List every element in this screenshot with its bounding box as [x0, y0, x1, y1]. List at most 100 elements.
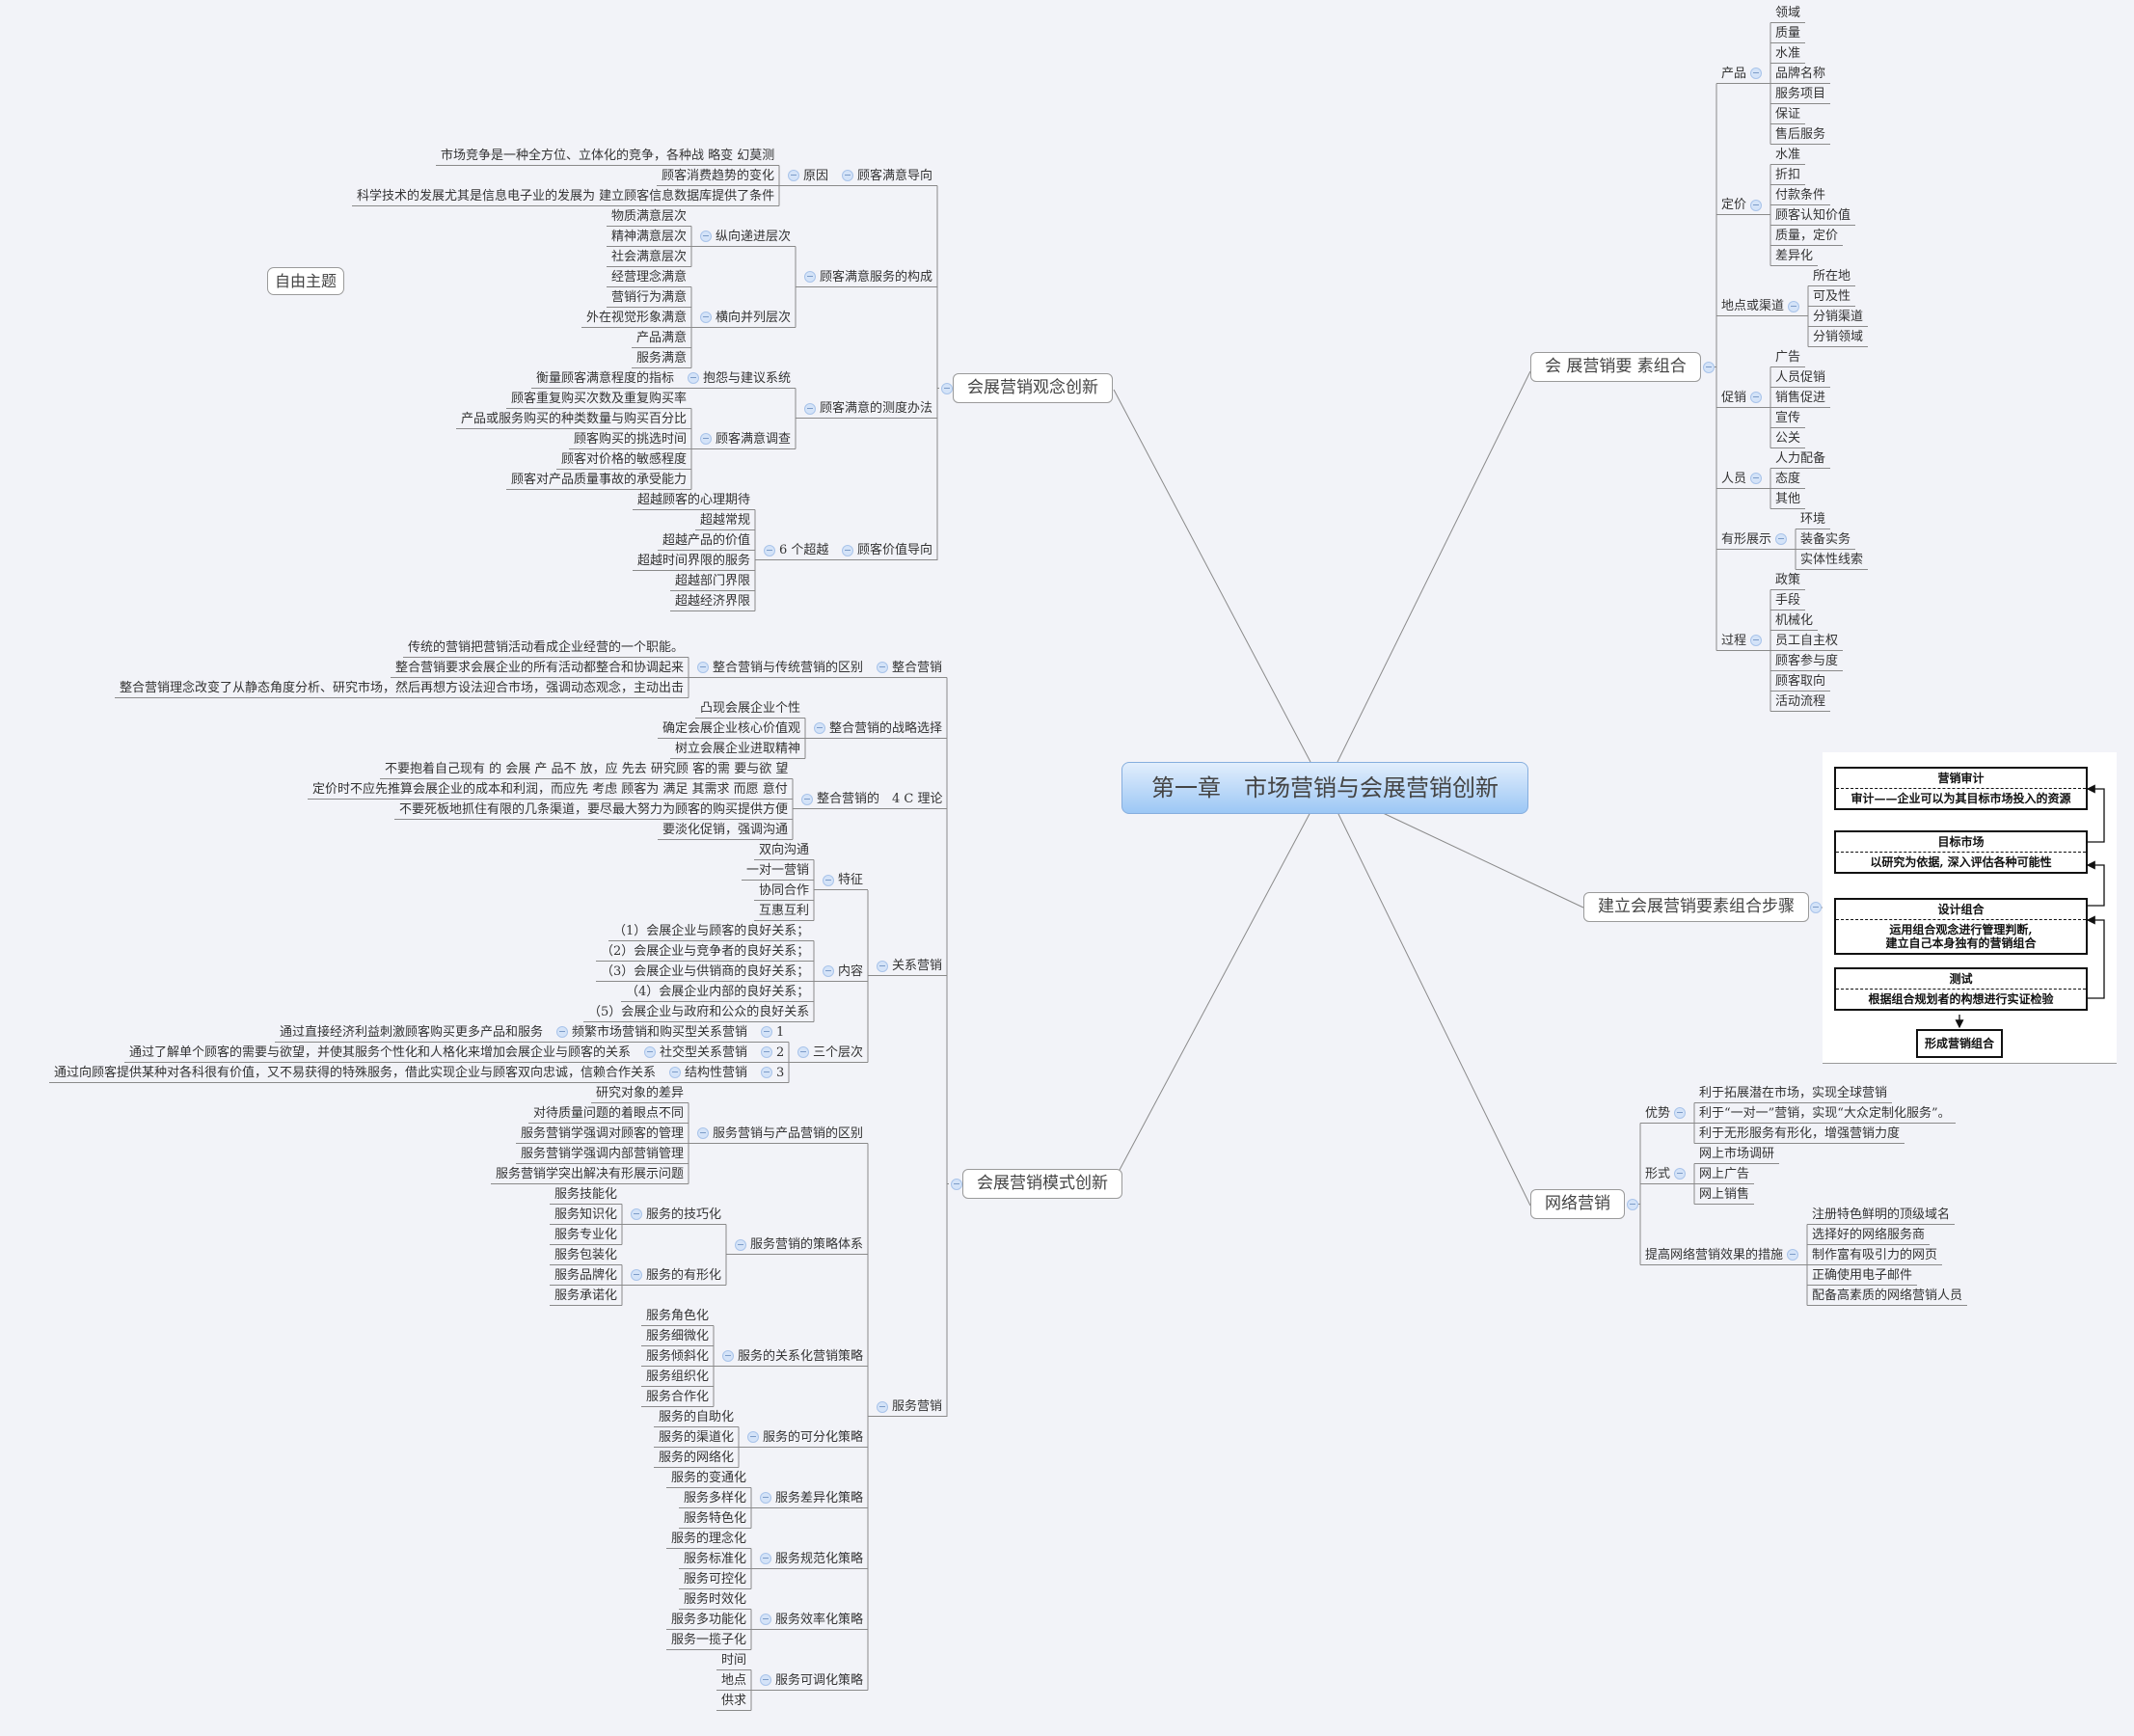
leaf-topic-node[interactable]: 服务多功能化: [666, 1611, 752, 1630]
leaf-topic-node[interactable]: 市场竞争是一种全方位、立体化的竞争，各种战 略变 幻莫测: [436, 147, 780, 166]
subtopic-node[interactable]: 提高网络营销效果的措施: [1640, 1246, 1808, 1265]
leaf-topic-node[interactable]: 实体性线索: [1796, 551, 1869, 570]
leaf-topic-node[interactable]: 一对一营销: [742, 861, 815, 881]
leaf-topic-node[interactable]: 产品或服务购买的种类数量与购买百分比: [456, 410, 692, 429]
leaf-topic-node[interactable]: 供求: [716, 1692, 752, 1711]
leaf-topic-node[interactable]: 要淡化促销，强调沟通: [658, 821, 794, 840]
leaf-topic-node[interactable]: 服务包装化: [550, 1246, 623, 1265]
leaf-topic-node[interactable]: 利于无形服务有形化，增强营销力度: [1694, 1125, 1905, 1144]
leaf-topic-node[interactable]: 折扣: [1770, 166, 1806, 185]
leaf-topic-node[interactable]: 宣传: [1770, 409, 1806, 428]
subtopic-node[interactable]: 6 个超越: [755, 541, 834, 560]
leaf-topic-node[interactable]: 通过了解单个顾客的需要与欲望，并使其服务个性化和人格化来增加会展企业与顾客的关系: [124, 1044, 636, 1063]
collapse-icon[interactable]: [761, 1026, 772, 1038]
central-topic[interactable]: 第一章 市场营销与会展营销创新: [1121, 762, 1528, 814]
leaf-topic-node[interactable]: （3）会展企业与供销商的良好关系；: [596, 963, 815, 982]
main-topic-network-marketing[interactable]: 网络营销: [1530, 1189, 1625, 1219]
leaf-topic-node[interactable]: 服务营销学突出解决有形展示问题: [491, 1165, 689, 1184]
leaf-topic-node[interactable]: 衡量顾客满意程度的指标: [531, 369, 680, 389]
subtopic-node[interactable]: 顾客满意的测度办法: [796, 399, 938, 419]
leaf-topic-node[interactable]: 超越常规: [695, 511, 756, 530]
leaf-topic-node[interactable]: 领域: [1770, 4, 1806, 23]
subtopic-node[interactable]: 服务的可分化策略: [739, 1428, 869, 1448]
leaf-topic-node[interactable]: 保证: [1770, 105, 1806, 124]
leaf-topic-node[interactable]: 顾客取向: [1770, 672, 1831, 692]
leaf-topic-node[interactable]: 活动流程: [1770, 692, 1831, 712]
leaf-topic-node[interactable]: 服务组织化: [641, 1368, 715, 1387]
collapse-icon[interactable]: [556, 1026, 568, 1038]
subtopic-node[interactable]: 顾客满意调查: [691, 430, 797, 449]
leaf-topic-node[interactable]: 互惠互利: [754, 902, 815, 921]
leaf-topic-node[interactable]: 服务细微化: [641, 1327, 715, 1346]
collapse-icon[interactable]: [760, 1492, 771, 1504]
subtopic-node[interactable]: 形式: [1640, 1165, 1695, 1184]
leaf-topic-node[interactable]: 水准: [1770, 44, 1806, 64]
subtopic-node[interactable]: 整合营销: [868, 659, 948, 678]
leaf-topic-node[interactable]: 超越顾客的心理期待: [633, 491, 756, 510]
collapse-icon[interactable]: [669, 1067, 681, 1078]
collapse-icon[interactable]: [1788, 300, 1800, 312]
leaf-topic-node[interactable]: 人员促销: [1770, 368, 1831, 388]
leaf-topic-node[interactable]: 科学技术的发展尤其是信息电子业的发展为 建立顾客信息数据库提供了条件: [352, 187, 780, 206]
collapse-icon[interactable]: [842, 544, 853, 556]
leaf-topic-node[interactable]: 凸现会展企业个性: [695, 699, 806, 719]
leaf-topic-node[interactable]: 产品满意: [632, 329, 692, 348]
subtopic-node[interactable]: 定价: [1716, 196, 1771, 215]
leaf-topic-node[interactable]: 确定会展企业核心价值观: [658, 719, 806, 739]
collapse-icon[interactable]: [877, 662, 888, 673]
subtopic-node[interactable]: 纵向递进层次: [691, 228, 797, 247]
leaf-topic-node[interactable]: 服务倾斜化: [641, 1347, 715, 1367]
collapse-icon[interactable]: [823, 874, 834, 886]
subtopic-node[interactable]: 社交型关系营销: [635, 1044, 753, 1063]
leaf-topic-node[interactable]: 品牌名称: [1770, 65, 1831, 84]
leaf-topic-node[interactable]: 服务知识化: [550, 1206, 623, 1225]
leaf-topic-node[interactable]: 服务的渠道化: [654, 1428, 740, 1448]
main-topic-mode-innovation[interactable]: 会展营销模式创新: [962, 1169, 1122, 1199]
leaf-topic-node[interactable]: 服务可控化: [679, 1570, 752, 1589]
collapse-icon[interactable]: [1750, 473, 1763, 484]
collapse-icon[interactable]: [814, 722, 825, 734]
leaf-topic-node[interactable]: 员工自主权: [1770, 632, 1844, 651]
leaf-topic-node[interactable]: 顾客消费趋势的变化: [657, 167, 780, 186]
collapse-icon[interactable]: [1750, 199, 1763, 211]
subtopic-node[interactable]: 服务可调化策略: [751, 1671, 869, 1691]
leaf-topic-node[interactable]: 服务营销学强调内部营销管理: [516, 1145, 689, 1164]
collapse-icon[interactable]: [941, 382, 953, 394]
leaf-topic-node[interactable]: 服务角色化: [641, 1307, 715, 1326]
collapse-icon[interactable]: [700, 231, 712, 242]
collapse-icon[interactable]: [1627, 1198, 1638, 1210]
leaf-topic-node[interactable]: 地点: [716, 1671, 752, 1691]
collapse-icon[interactable]: [761, 1067, 772, 1078]
leaf-topic-node[interactable]: 手段: [1770, 591, 1806, 610]
collapse-icon[interactable]: [697, 1127, 709, 1139]
collapse-icon[interactable]: [797, 1046, 809, 1058]
subtopic-node[interactable]: 顾客价值导向: [833, 541, 938, 560]
leaf-topic-node[interactable]: 时间: [716, 1651, 752, 1670]
leaf-topic-node[interactable]: 不要抱着自己现有 的 会展 产 品不 放，应 先去 研究顾 客的需 要与欲 望: [380, 760, 794, 779]
leaf-topic-node[interactable]: 精神满意层次: [607, 228, 692, 247]
leaf-topic-node[interactable]: 树立会展企业进取精神: [670, 740, 806, 759]
subtopic-node[interactable]: 三个层次: [789, 1044, 869, 1063]
leaf-topic-node[interactable]: 服务的变通化: [666, 1469, 752, 1488]
collapse-icon[interactable]: [631, 1269, 642, 1281]
leaf-topic-node[interactable]: 通过直接经济利益刺激顾客购买更多产品和服务: [275, 1023, 549, 1043]
collapse-icon[interactable]: [801, 793, 813, 805]
collapse-icon[interactable]: [700, 433, 712, 445]
leaf-topic-node[interactable]: 顾客购买的挑选时间: [569, 430, 692, 449]
subtopic-node[interactable]: 原因: [779, 167, 834, 186]
leaf-topic-node[interactable]: 售后服务: [1770, 125, 1831, 145]
leaf-topic-node[interactable]: 社会满意层次: [607, 248, 692, 267]
leaf-topic-node[interactable]: 网上销售: [1694, 1185, 1755, 1205]
subtopic-node[interactable]: 整合营销的战略选择: [805, 719, 948, 739]
leaf-topic-node[interactable]: （1）会展企业与顾客的良好关系；: [608, 922, 815, 941]
subtopic-node[interactable]: 人员: [1716, 470, 1771, 489]
subtopic-node[interactable]: 横向并列层次: [691, 309, 797, 328]
collapse-icon[interactable]: [760, 1674, 771, 1686]
subtopic-node[interactable]: 频繁市场营销和购买型关系营销: [548, 1023, 753, 1043]
leaf-topic-node[interactable]: 通过向顾客提供某种对各科很有价值，又不易获得的特殊服务，借此实现企业与顾客双向忠…: [49, 1064, 662, 1083]
subtopic-node[interactable]: 顾客满意服务的构成: [796, 268, 938, 287]
collapse-icon[interactable]: [764, 544, 775, 556]
leaf-topic-node[interactable]: 网上市场调研: [1694, 1145, 1780, 1164]
leaf-topic-node[interactable]: 服务营销学强调对顾客的管理: [516, 1125, 689, 1144]
leaf-topic-node[interactable]: 研究对象的差异: [591, 1084, 689, 1103]
